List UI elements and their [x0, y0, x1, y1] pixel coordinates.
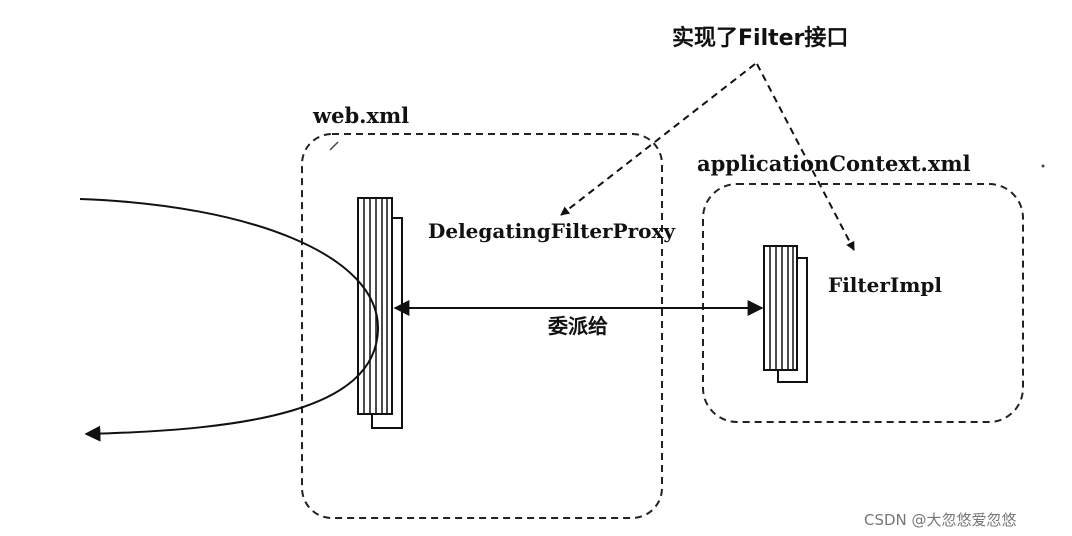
application-context-label: applicationContext.xml [697, 151, 971, 176]
watermark: CSDN @大忽悠爱忽悠 [864, 511, 1017, 529]
interface-arrow-to-proxy [560, 63, 756, 216]
delegating-filter-proxy-label: DelegatingFilterProxy [428, 219, 676, 243]
application-context-container [702, 183, 1024, 423]
delegating-filter-proxy-block [357, 197, 403, 429]
scan-dot [1041, 164, 1045, 168]
filter-impl-label: FilterImpl [828, 273, 942, 297]
web-xml-label: web.xml [313, 103, 410, 128]
filter-impl-block [763, 245, 808, 383]
request-flow-curve [79, 198, 380, 442]
interface-label: 实现了Filter接口 [672, 26, 849, 51]
interface-arrow-to-impl [756, 63, 855, 251]
delegate-to-label: 委派给 [548, 314, 608, 338]
scan-mark [329, 141, 339, 151]
web-xml-container [301, 133, 663, 519]
